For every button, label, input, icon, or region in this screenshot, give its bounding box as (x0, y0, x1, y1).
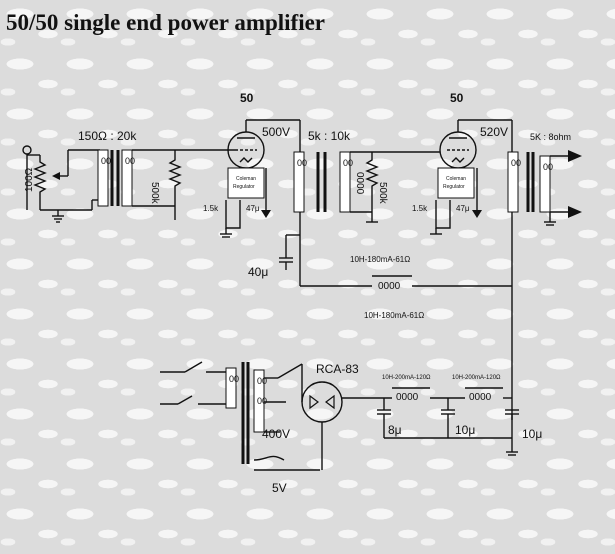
input-transformer-label: 150Ω : 20k (78, 129, 137, 143)
interstage-transformer: 00 00 (293, 151, 353, 213)
rectifier-tube (301, 381, 343, 470)
filter-cap-1-label: 8μ (388, 423, 402, 437)
speaker-output-arrow-icon (568, 150, 582, 162)
b-plus-2-label: 520V (480, 125, 508, 139)
hv-winding-label: 400V (262, 427, 290, 441)
filter-choke-2: 0000 (465, 387, 503, 403)
power-transformer: 00 00 00 (225, 362, 267, 464)
b-plus-1-label: 500V (262, 125, 290, 139)
bias-cap-1-label: 47μ (246, 204, 260, 213)
choke-3-label: 10H-200mA-120Ω (452, 375, 501, 381)
heater-winding-label: 5V (272, 481, 287, 495)
page-title: 50/50 single end power amplifier (6, 10, 326, 35)
tube-2-label: 50 (450, 91, 464, 105)
decouple-cap-label: 40μ (248, 265, 268, 279)
svg-text:00: 00 (257, 376, 267, 386)
bias-cap-2-label: 47μ (456, 204, 470, 213)
input-pot-resistor (33, 155, 47, 210)
svg-text:00: 00 (229, 374, 239, 384)
svg-text:00: 00 (343, 158, 353, 168)
tube-1 (227, 120, 265, 169)
tube-1-label: 50 (240, 91, 254, 105)
down-arrow-icon (261, 210, 271, 218)
rectifier-label: RCA-83 (316, 362, 359, 376)
svg-text:0000: 0000 (378, 281, 401, 292)
filter-cap-2-label: 10μ (455, 423, 475, 437)
interstage-secondary-label: 0000 (354, 172, 365, 195)
input-transformer: 00 00 (97, 149, 135, 207)
regulator-1-line-2: Regulator (233, 184, 255, 190)
bias-resistor-2-label: 1.5k (412, 204, 428, 213)
down-arrow-icon (472, 210, 482, 218)
grid-resistor-1-label: 500k (149, 182, 160, 205)
main-choke-label: 10H-180mA-61Ω (350, 255, 410, 264)
svg-text:0000: 0000 (396, 392, 419, 403)
main-choke-caption: 10H-180mA-61Ω (364, 311, 424, 320)
pot-wiper-arrow-icon (52, 172, 60, 180)
regulator-2-line-2: Regulator (443, 184, 465, 190)
mains-switch (160, 361, 228, 405)
main-choke: 0000 (372, 275, 412, 292)
regulator-1-line-1: Coleman (236, 176, 256, 182)
speaker-output-arrow-icon (568, 206, 582, 218)
input-section: 100Ω (22, 145, 100, 223)
svg-text:00: 00 (125, 156, 135, 166)
bias-resistor-1-label: 1.5k (203, 204, 219, 213)
svg-text:0000: 0000 (469, 392, 492, 403)
input-pot-label: 100Ω (24, 167, 35, 192)
filter-choke-1: 0000 (392, 387, 430, 403)
filter-cap-3-label: 10μ (522, 427, 542, 441)
svg-text:00: 00 (297, 158, 307, 168)
tube-2 (439, 120, 477, 169)
output-transformer-label: 5K : 8ohm (530, 132, 571, 142)
input-jack-icon (22, 145, 32, 155)
svg-text:00: 00 (543, 162, 553, 172)
choke-2-label: 10H-200mA-120Ω (382, 375, 431, 381)
grid-resistor-2-label: 500k (377, 182, 388, 205)
output-transformer: 00 00 (507, 151, 553, 213)
svg-text:00: 00 (257, 396, 267, 406)
coleman-regulator-2: Coleman Regulator (437, 167, 475, 199)
svg-text:00: 00 (511, 158, 521, 168)
svg-text:00: 00 (101, 156, 111, 166)
regulator-2-line-1: Coleman (446, 176, 466, 182)
grid-resistor-2 (365, 152, 379, 212)
coleman-regulator-1: Coleman Regulator (227, 167, 265, 199)
interstage-transformer-label: 5k : 10k (308, 129, 351, 143)
grid-resistor-1 (168, 150, 182, 206)
